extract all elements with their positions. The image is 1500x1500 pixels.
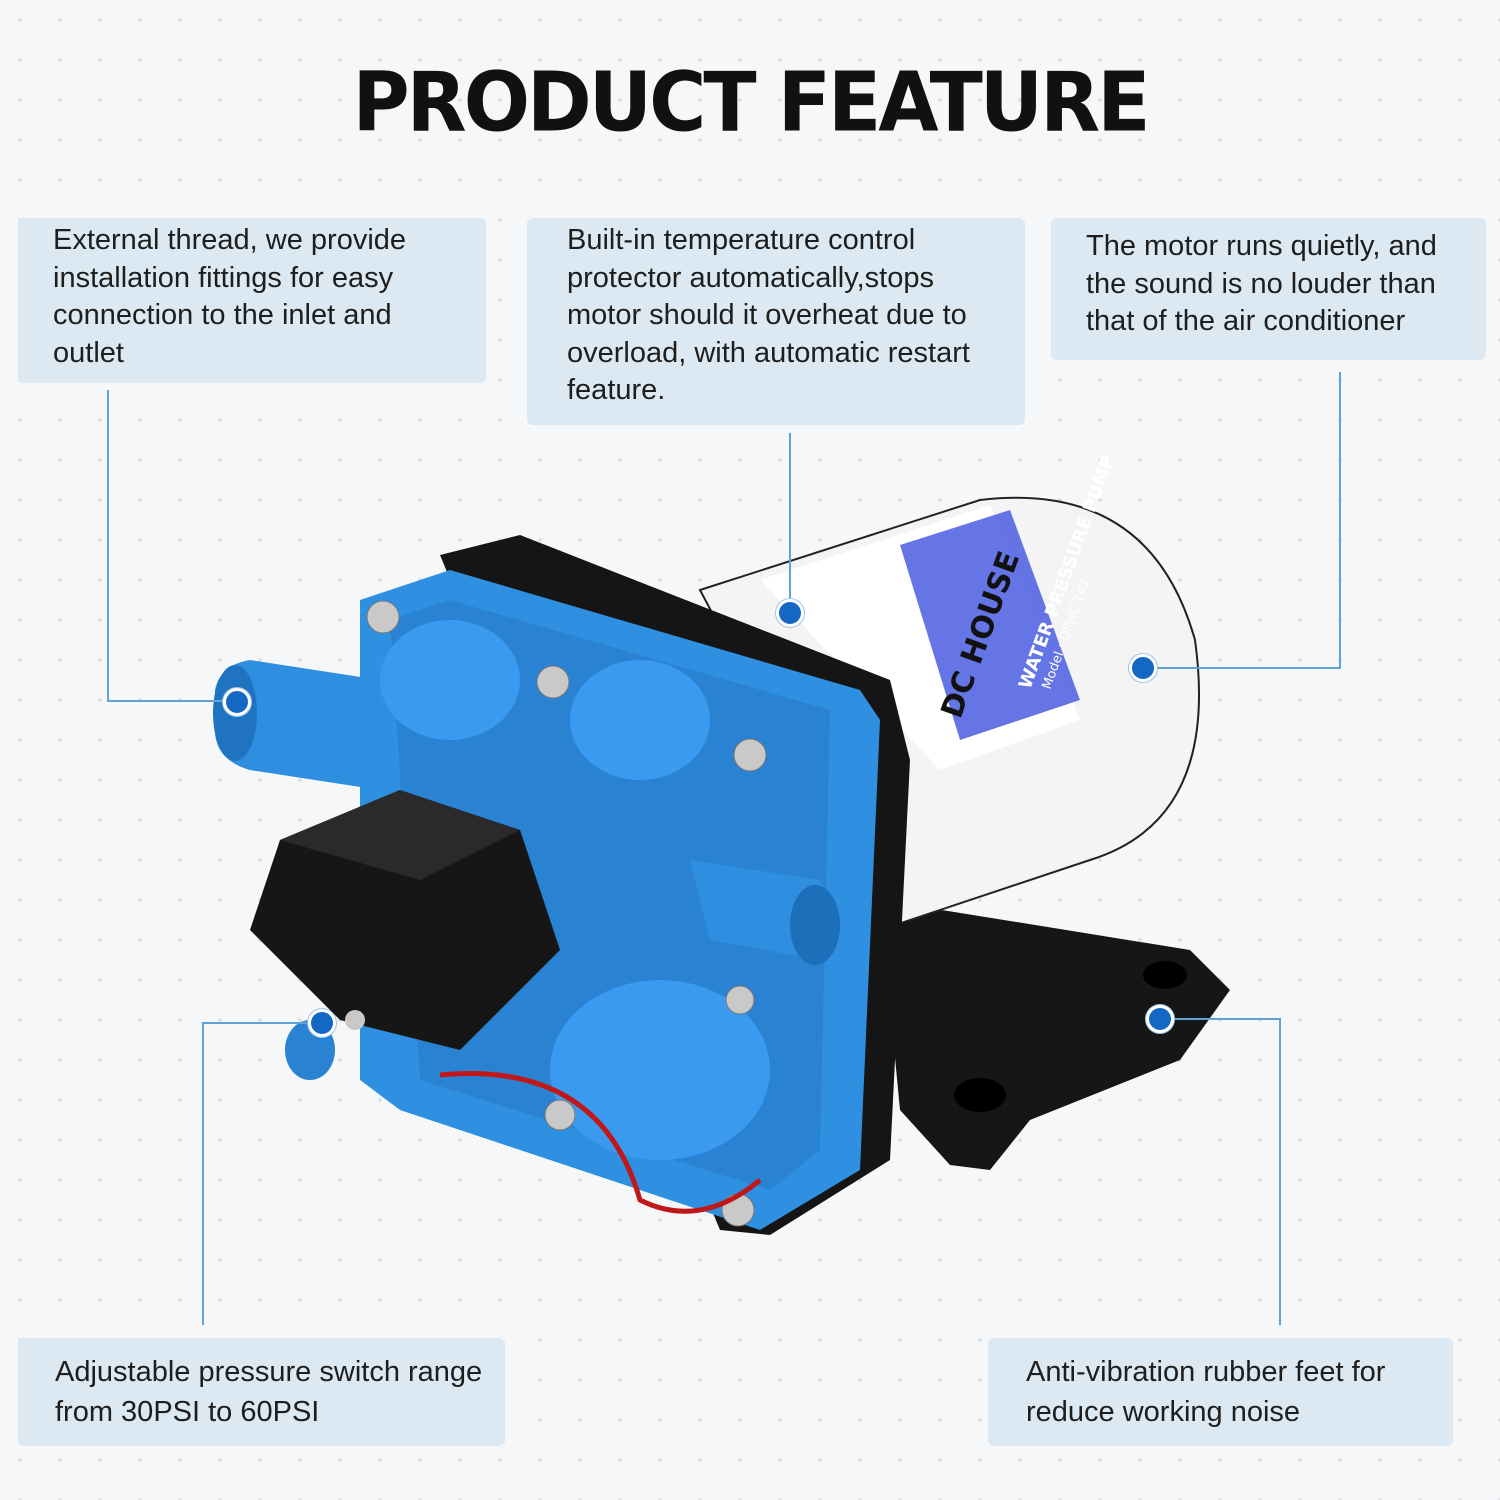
feature-text: Built-in temperature control protector a… (567, 224, 970, 406)
rubber-foot (880, 900, 1230, 1170)
connector-line (789, 433, 791, 613)
motor-marker-dot (1129, 654, 1157, 682)
rubber-feet-marker-dot (1146, 1005, 1174, 1033)
feature-box-pressure: Adjustable pressure switch range from 30… (18, 1338, 505, 1446)
feature-box-feet: Anti-vibration rubber feet for reduce wo… (988, 1338, 1453, 1446)
feature-box-quiet: The motor runs quietly, and the sound is… (1051, 218, 1486, 360)
connector-line (202, 1022, 322, 1024)
connector-line (1279, 1018, 1281, 1325)
feature-text: External thread, we provide installation… (53, 224, 407, 369)
connector-line (1160, 1018, 1281, 1020)
connector-line (1339, 372, 1341, 669)
connector-line (107, 390, 109, 702)
connector-line (1143, 667, 1341, 669)
feature-box-thermal: Built-in temperature control protector a… (527, 218, 1025, 425)
connector-line (202, 1022, 204, 1325)
inlet-marker-dot (223, 688, 251, 716)
pressure-switch-marker-dot (308, 1009, 336, 1037)
feature-box-thread: External thread, we provide installation… (18, 218, 486, 383)
pump-head (213, 570, 880, 1230)
feature-text: Adjustable pressure switch range from 30… (55, 1356, 483, 1428)
thermal-protector-marker-dot (776, 599, 804, 627)
pressure-switch (250, 790, 762, 1214)
page-title: PRODUCT FEATURE (352, 55, 1151, 151)
feature-text: Anti-vibration rubber feet for reduce wo… (1026, 1356, 1386, 1428)
feature-text: The motor runs quietly, and the sound is… (1086, 230, 1437, 337)
connector-line (107, 700, 237, 702)
